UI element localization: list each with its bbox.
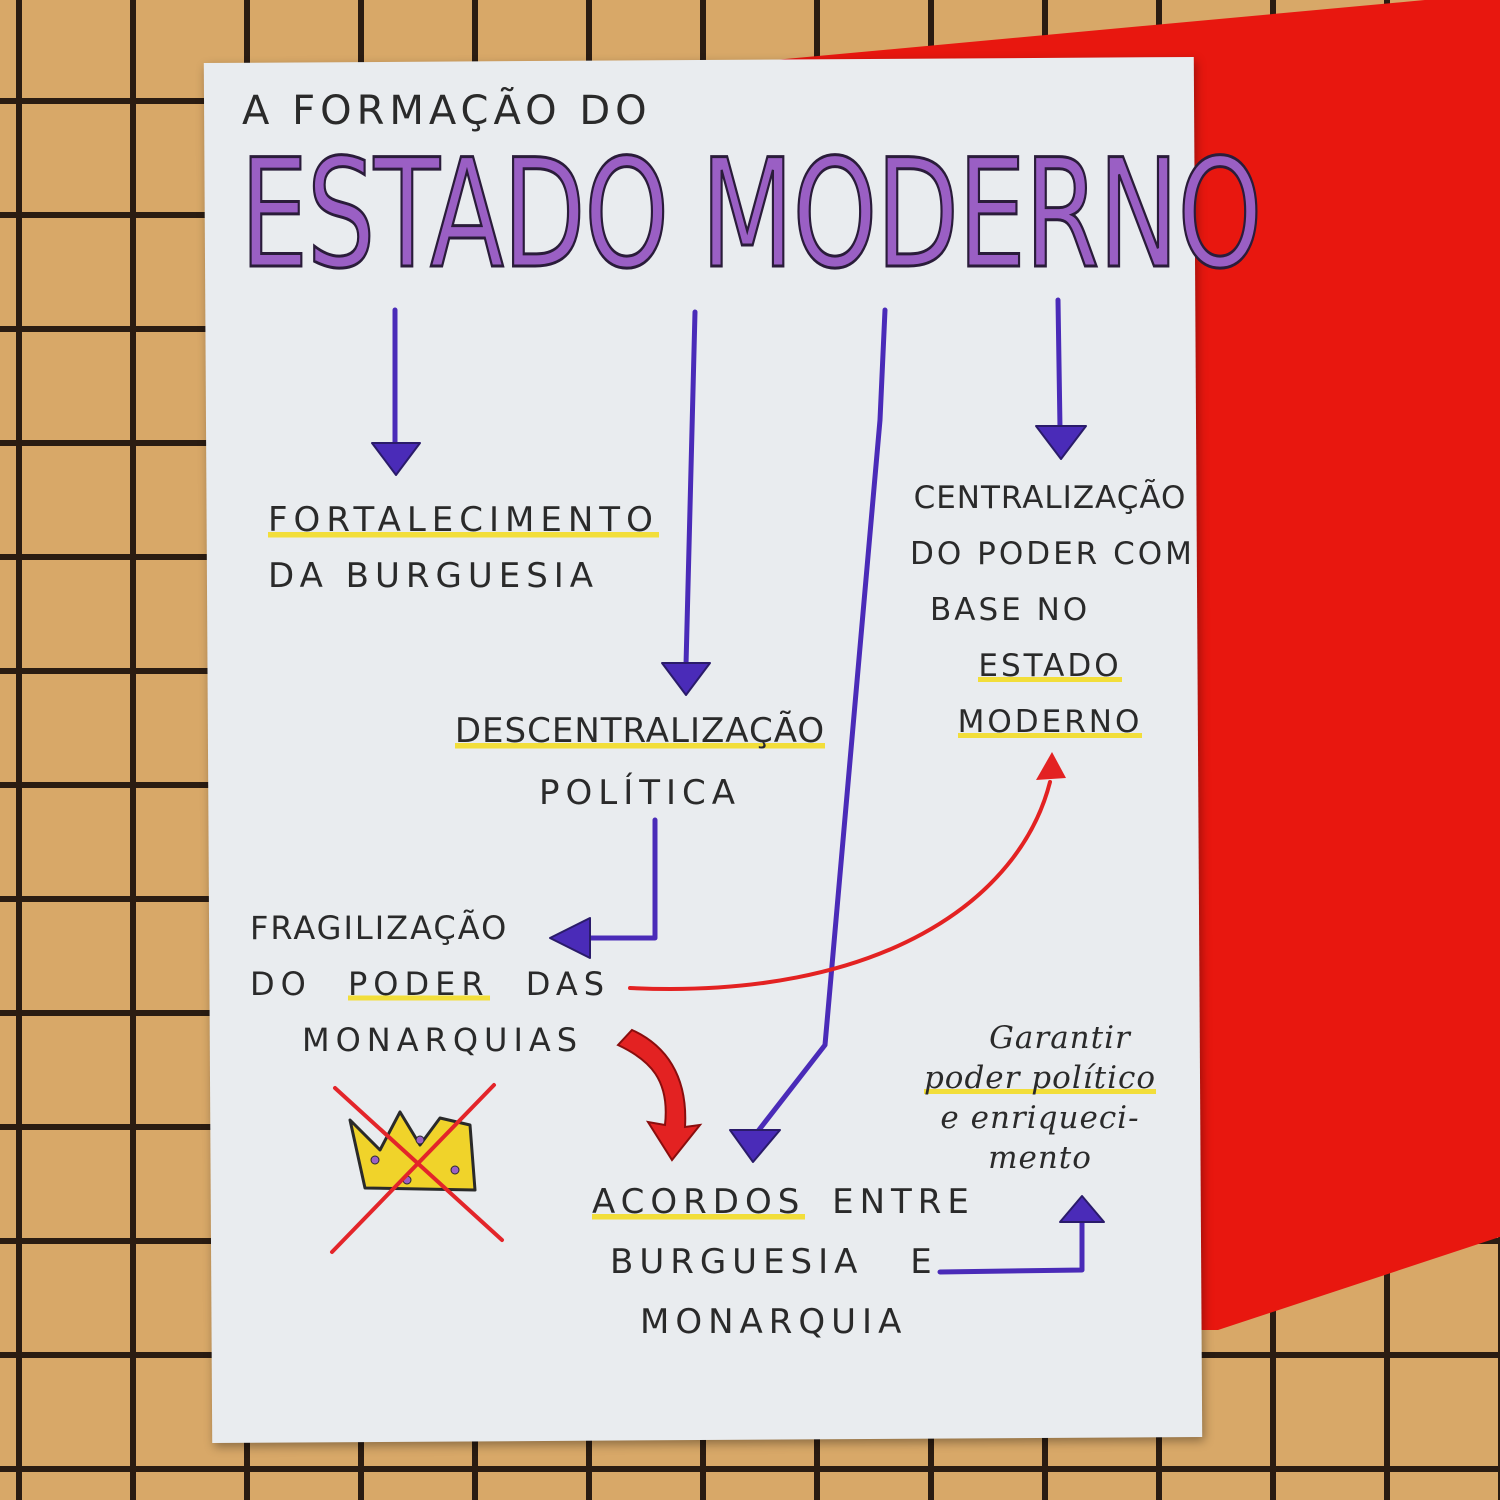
label-burguesia: BURGUESIA (610, 1242, 864, 1282)
label-acordos: ACORDOS (592, 1182, 806, 1222)
label-descentralizacao: DESCENTRALIZAÇÃO (454, 711, 826, 751)
label-poder-politico: poder político (923, 1060, 1157, 1096)
label-centralizacao: CENTRALIZAÇÃO (913, 480, 1187, 516)
label-fortalecimento: FORTALECIMENTO (268, 500, 659, 540)
red-curved-arrowhead (1036, 752, 1066, 780)
title-top: A FORMAÇÃO DO (242, 88, 652, 134)
label-monarquia: MONARQUIA (640, 1302, 908, 1342)
node-garantir: Garantir poder político e enriqueci- men… (900, 1018, 1180, 1178)
arrowhead-centralizacao (1035, 425, 1087, 460)
label-entre: ENTRE (832, 1182, 975, 1222)
arrow-to-acordos-shaft (752, 307, 888, 1138)
arrow-to-centralizacao-shaft (1055, 297, 1063, 431)
title-main: ESTADO MODERNO (239, 128, 1264, 302)
label-garantir: Garantir (989, 1020, 1131, 1056)
label-base-no: BASE NO (930, 592, 1091, 628)
label-politica: POLÍTICA (538, 773, 742, 813)
node-acordos: ACORDOS ENTRE BURGUESIA E MONARQUIA (592, 1172, 975, 1352)
red-curved-arrow (628, 780, 1052, 991)
node-centralizacao: CENTRALIZAÇÃO DO PODER COM BASE NO ESTAD… (910, 470, 1195, 750)
label-poder: PODER (348, 965, 490, 1003)
label-mento: mento (988, 1140, 1092, 1176)
label-do-poder-com: DO PODER COM (910, 536, 1195, 572)
label-estado: ESTADO (978, 648, 1122, 684)
label-monarquias: MONARQUIAS (302, 1021, 584, 1059)
node-descentralizacao: DESCENTRALIZAÇÃO POLÍTICA (450, 700, 830, 824)
arrowhead-fortalecimento (371, 442, 421, 476)
label-fragilizacao: FRAGILIZAÇÃO (250, 909, 509, 947)
arrowhead-garantir (1059, 1195, 1105, 1223)
label-da-burguesia: DA BURGUESIA (268, 556, 600, 596)
label-do: DO (250, 965, 312, 1003)
red-x-cross-icon (330, 1083, 504, 1254)
arrow-to-descentralizacao-shaft (683, 309, 698, 668)
arrowhead-fragilizacao (549, 917, 591, 959)
red-thick-arrow (616, 1028, 703, 1162)
arrowhead-acordos (729, 1129, 781, 1163)
node-fortalecimento: FORTALECIMENTO DA BURGUESIA (268, 492, 659, 604)
label-e-enriqueci: e enriqueci- (940, 1100, 1140, 1136)
arrowhead-descentralizacao (661, 662, 711, 696)
label-e: E (910, 1242, 938, 1282)
arrow-to-garantir-shaft (937, 1219, 1085, 1275)
label-das: DAS (525, 965, 611, 1003)
node-fragilizacao: FRAGILIZAÇÃO DO PODER DAS MONARQUIAS (250, 900, 610, 1068)
arrow-to-fragilizacao-shaft (587, 817, 658, 941)
label-moderno: MODERNO (957, 704, 1143, 740)
